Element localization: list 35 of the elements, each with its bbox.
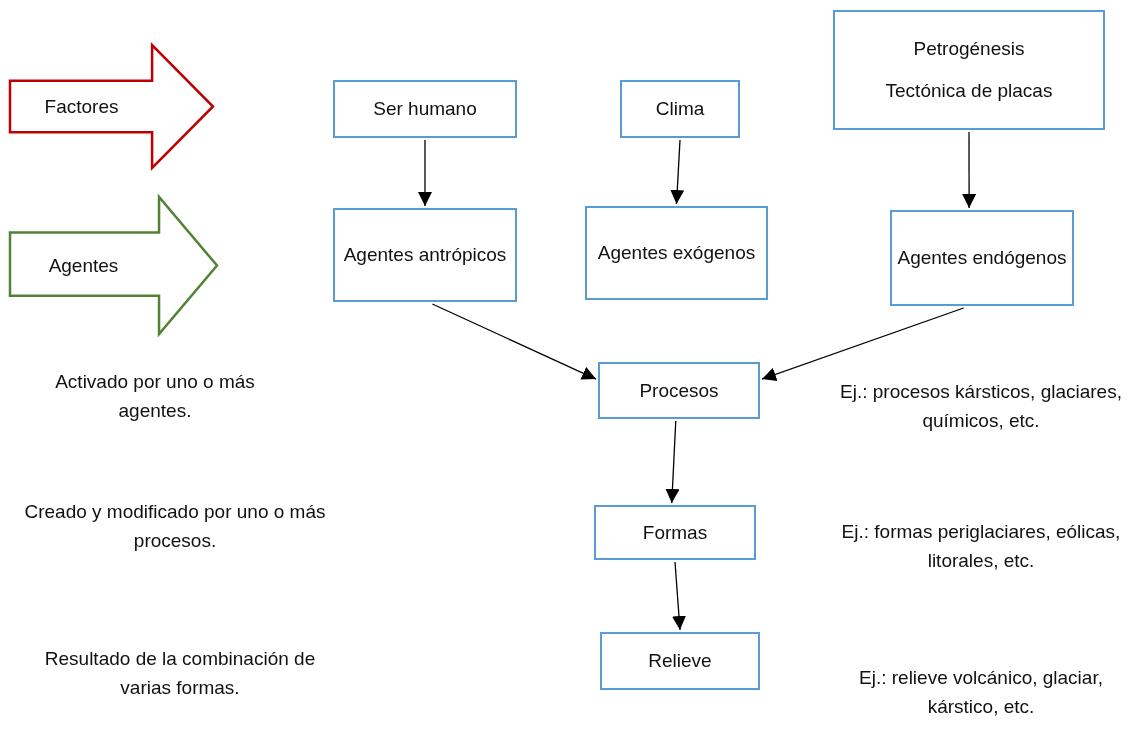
box-text: Procesos — [639, 378, 719, 403]
arrow — [761, 307, 965, 382]
process-box — [600, 632, 760, 690]
arrow — [962, 131, 977, 209]
note-text: Ej.: relieve volcánico, glaciar, kárstico, etc. — [858, 666, 1104, 719]
process-box — [333, 208, 517, 302]
arrow — [672, 561, 686, 631]
box-text: Agentes endógenos — [897, 246, 1067, 271]
arrow-label: Agentes — [48, 253, 119, 278]
box-text: Relieve — [648, 649, 712, 674]
box-text: Agentes antrópicos — [343, 243, 507, 268]
box-text: Ser humano — [373, 97, 477, 122]
box-text: Formas — [642, 520, 708, 545]
note-text: Ej.: formas periglaciares, eólicas, litorales, etc. — [840, 520, 1122, 573]
process-box — [585, 206, 768, 300]
process-box — [598, 362, 760, 419]
box-text: Petrogénesis — [913, 37, 1025, 62]
box-text: Tectónica de placas — [885, 79, 1053, 103]
process-box — [890, 210, 1074, 306]
arrow — [670, 139, 685, 205]
box-text: Agentes exógenos — [597, 241, 756, 266]
process-box — [333, 80, 517, 138]
arrow — [418, 139, 432, 207]
note-text: Activado por uno o más agentes. — [54, 370, 256, 423]
process-box — [620, 80, 740, 138]
box-text: Clima — [655, 97, 705, 122]
arrow — [431, 303, 597, 380]
block-arrow — [10, 45, 213, 168]
note-text: Creado y modificado por uno o más procesos. — [23, 500, 327, 553]
process-box — [833, 10, 1105, 130]
note-text: Resultado de la combinación de varias formas. — [43, 647, 317, 700]
note-text: Ej.: procesos kársticos, glaciares, químicos, etc. — [839, 380, 1123, 433]
arrow-label: Factores — [44, 94, 119, 119]
arrow — [665, 420, 680, 504]
process-box — [594, 505, 756, 560]
